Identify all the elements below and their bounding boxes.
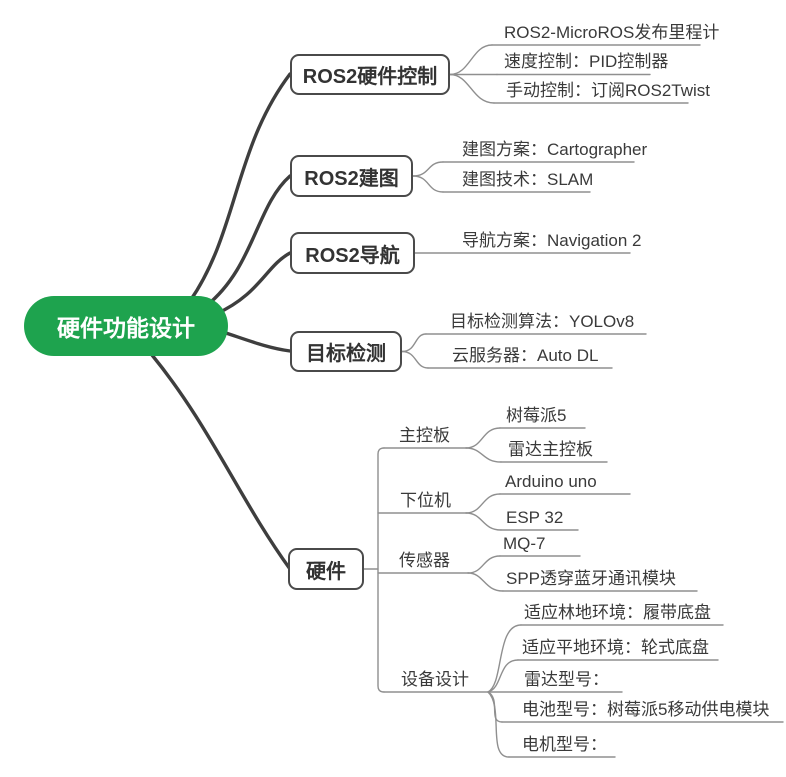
branch-ros2-navigation[interactable]: ROS2导航 bbox=[290, 232, 415, 274]
leaf-node[interactable]: 雷达型号： bbox=[524, 670, 609, 689]
root-topic[interactable]: 硬件功能设计 bbox=[24, 296, 228, 356]
leaf-fan-and-underlines bbox=[363, 44, 784, 758]
leaf-node[interactable]: 电池型号：树莓派5移动供电模块 bbox=[522, 700, 770, 719]
leaf-node[interactable]: 建图方案：Cartographer bbox=[462, 140, 648, 159]
leaf-node[interactable]: SPP透穿蓝牙通讯模块 bbox=[506, 569, 677, 588]
leaf-node[interactable]: ROS2-MicroROS发布里程计 bbox=[504, 23, 720, 42]
leaf-node[interactable]: 雷达主控板 bbox=[508, 440, 593, 459]
leaf-node[interactable]: 云服务器：Auto DL bbox=[452, 346, 599, 365]
leaf-node[interactable]: 速度控制：PID控制器 bbox=[504, 52, 669, 71]
leaf-node[interactable]: 适应平地环境：轮式底盘 bbox=[522, 638, 709, 657]
branch-ros2-mapping[interactable]: ROS2建图 bbox=[290, 155, 413, 197]
leaf-node[interactable]: 适应林地环境：履带底盘 bbox=[524, 603, 711, 622]
subtopic-sensor[interactable]: 传感器 bbox=[399, 551, 450, 570]
subtopic-main-board[interactable]: 主控板 bbox=[399, 426, 450, 445]
subtopic-lower-machine[interactable]: 下位机 bbox=[400, 491, 451, 510]
leaf-node[interactable]: Arduino uno bbox=[505, 472, 597, 491]
leaf-node[interactable]: MQ-7 bbox=[503, 534, 546, 553]
leaf-node[interactable]: 导航方案：Navigation 2 bbox=[462, 231, 642, 250]
subtopic-device-design[interactable]: 设备设计 bbox=[401, 670, 469, 689]
branch-target-detection[interactable]: 目标检测 bbox=[290, 331, 402, 372]
leaf-node[interactable]: 目标检测算法：YOLOv8 bbox=[450, 312, 635, 331]
leaf-node[interactable]: 电机型号： bbox=[522, 735, 607, 754]
leaf-node[interactable]: ESP 32 bbox=[506, 508, 564, 527]
root-connector-curves bbox=[150, 72, 292, 571]
branch-hardware[interactable]: 硬件 bbox=[288, 548, 364, 590]
leaf-node[interactable]: 树莓派5 bbox=[506, 406, 567, 425]
leaf-node[interactable]: 建图技术：SLAM bbox=[462, 170, 594, 189]
branch-ros2-hw-control[interactable]: ROS2硬件控制 bbox=[290, 54, 450, 95]
leaf-node[interactable]: 手动控制：订阅ROS2Twist bbox=[506, 81, 711, 100]
